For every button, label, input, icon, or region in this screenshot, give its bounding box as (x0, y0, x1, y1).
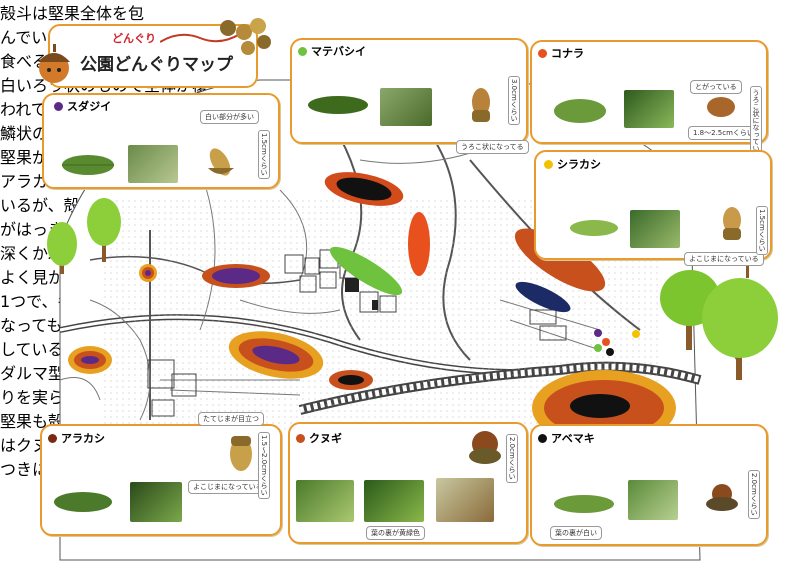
card-sudajii-title: スダジイ (67, 100, 112, 113)
konara-size: うろこ状になっている (750, 86, 762, 162)
card-arakashi-heading: アラカシ (48, 430, 105, 446)
kunugi-photo-2 (364, 480, 424, 522)
konara-photo (624, 90, 674, 128)
sudajii-photo (128, 145, 178, 183)
leaf-icon (308, 96, 368, 114)
title-ruby: どんぐり (112, 32, 156, 45)
konara-note-top: とがっている (690, 80, 742, 94)
arakashi-size: 1.5〜2.0cmくらい (258, 432, 270, 499)
tree-illustrations (47, 198, 778, 380)
kunugi-photo-1 (296, 480, 354, 522)
matebashii-size: 3.0cmくらい (508, 76, 520, 125)
card-sudajii-heading: スダジイ (54, 98, 111, 114)
acorn-photo-icon (469, 431, 501, 464)
kunugi-photo-3 (436, 478, 494, 522)
green-dot-icon (298, 46, 307, 56)
card-abemaki-heading: アベマキ (538, 430, 595, 446)
acorn-photo-icon (230, 436, 252, 471)
sudajii-size: 1.5cmくらい (258, 130, 270, 179)
matebashii-note: うろこ状になってる (456, 140, 529, 154)
kunugi-note: 葉の裏が黄緑色 (366, 526, 425, 540)
card-arakashi-title: アラカシ (61, 432, 105, 445)
leaf-icon (554, 99, 606, 123)
card-konara-title: コナラ (551, 47, 584, 60)
card-matebashii-heading: マテバシイ (298, 43, 366, 59)
acorn-photo-icon (472, 88, 490, 122)
yellow-dot-icon (544, 159, 553, 169)
arakashi-note-bottom: よこじまになっている (188, 480, 268, 494)
card-shirakashi-title: シラカシ (557, 158, 601, 171)
leaf-icon (554, 495, 614, 513)
arakashi-photo (130, 482, 182, 522)
purple-dot-icon (54, 101, 63, 111)
abemaki-size: 2.0cmくらい (748, 470, 760, 519)
sudajii-note: 白い部分が多い (200, 110, 259, 124)
page-title: 公園どんぐりマップ (80, 55, 233, 75)
abemaki-note: 葉の裏が白い (550, 526, 602, 540)
arakashi-note-top: たてじまが目立つ (198, 412, 264, 426)
shirakashi-note: よこじまになっている (684, 252, 764, 266)
card-konara-heading: コナラ (538, 45, 584, 61)
orange-dot-icon (296, 433, 305, 443)
card-abemaki-title: アベマキ (551, 432, 595, 445)
shirakashi-size: 1.5cmくらい (756, 206, 768, 255)
acorn-photo-icon (208, 148, 234, 176)
acorn-mascot-icon (38, 44, 70, 83)
konara-note-bottom: 1.8〜2.5cmくらい (688, 126, 759, 140)
abemaki-photo (628, 480, 678, 520)
card-kunugi-title: クヌギ (309, 432, 342, 445)
red-dot-icon (538, 48, 547, 58)
card-shirakashi-heading: シラカシ (544, 156, 601, 172)
card-kunugi-heading: クヌギ (296, 430, 342, 446)
acorn-photo-icon (706, 484, 738, 511)
card-matebashii-title: マテバシイ (311, 45, 366, 58)
acorn-cluster-icon (160, 18, 271, 55)
acorn-photo-icon (707, 97, 735, 117)
dark-red-dot-icon (48, 433, 57, 443)
acorn-photo-icon (723, 207, 741, 240)
leaf-icon (62, 155, 114, 175)
black-dot-icon (538, 433, 547, 443)
matebashii-photo (380, 88, 432, 126)
kunugi-size: 2.0cmくらい (506, 434, 518, 483)
leaf-icon (54, 492, 112, 512)
shirakashi-photo (630, 210, 680, 248)
leaf-icon (570, 220, 618, 236)
